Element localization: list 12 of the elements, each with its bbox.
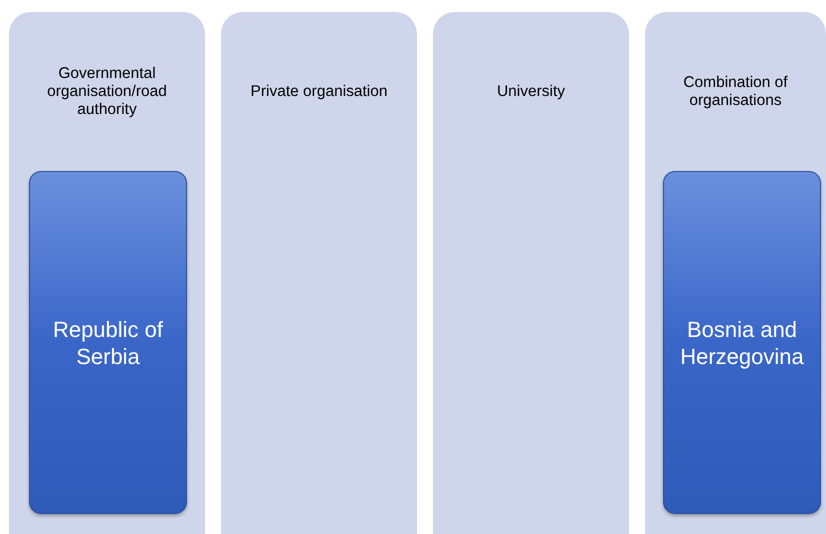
column-heading: University bbox=[496, 83, 566, 101]
entry-label: Bosnia and Herzegovina bbox=[679, 316, 805, 370]
entry-box bbox=[663, 171, 821, 514]
entry-label: Republic of Serbia bbox=[52, 316, 164, 370]
column-heading: Private organisation bbox=[250, 83, 388, 101]
category-column bbox=[9, 12, 205, 534]
category-column bbox=[433, 12, 629, 534]
category-column bbox=[645, 12, 826, 534]
column-heading: Combination of organisations bbox=[682, 74, 789, 110]
category-column bbox=[221, 12, 417, 534]
entry-box bbox=[29, 171, 187, 514]
column-heading: Governmental organisation/road authority bbox=[46, 65, 168, 119]
